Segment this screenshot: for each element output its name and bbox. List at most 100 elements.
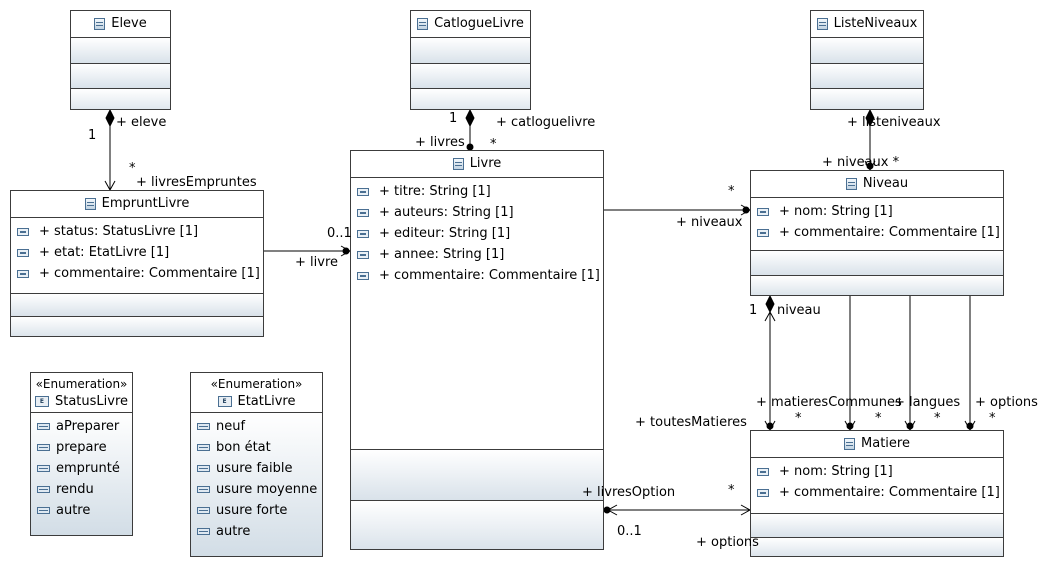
enum-literal-label: rendu [56, 482, 94, 497]
option-multiplicity: 0..1 [617, 524, 642, 539]
enum-literal[interactable]: emprunté [31, 458, 132, 479]
class-niveau[interactable]: Niveau + nom: String [1] + commentaire: … [750, 170, 1004, 296]
enum-literal-label: bon état [216, 440, 271, 455]
livre-niveau-owned-dot [742, 206, 750, 214]
langues-role-label: + langues [894, 395, 961, 410]
class-icon [845, 177, 857, 190]
livres-role-label: + livres [415, 135, 465, 150]
enum-literal-label: autre [56, 503, 91, 518]
enum-literal-label: autre [216, 524, 251, 539]
attribute-row[interactable]: + editeur: String [1] [351, 223, 603, 244]
listeniveaux-role-label: + listeniveaux [847, 115, 941, 130]
literal-icon [197, 465, 210, 472]
literal-icon [197, 507, 210, 514]
attribute-label: + commentaire: Commentaire [1] [779, 485, 1000, 500]
attribute-label: + nom: String [1] [779, 464, 893, 479]
literal-icon [197, 423, 210, 430]
class-icon [417, 17, 429, 30]
livres-option-role-label: + livresOption [582, 485, 676, 500]
attribute-row[interactable]: + nom: String [1] [751, 201, 1003, 222]
enum-literal[interactable]: autre [191, 521, 322, 542]
attribute-icon [357, 208, 369, 217]
class-livre[interactable]: Livre + titre: String [1] + auteurs: Str… [350, 150, 604, 550]
attribute-row[interactable]: + nom: String [1] [751, 461, 1003, 482]
attribute-icon [17, 269, 29, 278]
class-livre-name: Livre [469, 156, 502, 171]
attribute-row[interactable]: + commentaire: Commentaire [1] [11, 263, 263, 284]
class-catloguelivre-attributes [411, 38, 530, 64]
attribute-icon [17, 227, 29, 236]
attribute-row[interactable]: + commentaire: Commentaire [1] [351, 265, 603, 286]
livre-matiere-owned-dot [603, 506, 611, 514]
enum-literal[interactable]: aPreparer [31, 416, 132, 437]
class-catloguelivre[interactable]: CatlogueLivre [410, 10, 531, 110]
class-eleve-operations [71, 64, 170, 89]
class-empruntlivre-operations [11, 294, 263, 317]
enum-literal[interactable]: neuf [191, 416, 322, 437]
class-listeniveaux[interactable]: ListeNiveaux [810, 10, 924, 110]
class-matiere-name: Matiere [861, 436, 910, 451]
enum-literal[interactable]: bon état [191, 437, 322, 458]
attribute-row[interactable]: + commentaire: Commentaire [1] [751, 482, 1003, 503]
literal-icon [37, 507, 50, 514]
attribute-row[interactable]: + status: StatusLivre [1] [11, 221, 263, 242]
class-livre-operations [351, 450, 603, 501]
toutes-matieres-multiplicity: * [795, 411, 802, 426]
attribute-row[interactable]: + titre: String [1] [351, 181, 603, 202]
niveau-multiplicity: 1 [749, 303, 758, 318]
enum-literal-label: usure faible [216, 461, 293, 476]
enum-literal[interactable]: usure faible [191, 458, 322, 479]
niveau-up-arrowhead [764, 310, 776, 322]
enum-literal[interactable]: usure moyenne [191, 479, 322, 500]
class-icon [844, 437, 856, 450]
class-matiere-header: Matiere [751, 431, 1003, 458]
literal-icon [197, 444, 210, 451]
attribute-label: + nom: String [1] [779, 204, 893, 219]
niveaux-liste-role-label: + niveaux * [822, 155, 900, 170]
class-empruntlivre[interactable]: EmpruntLivre + status: StatusLivre [1] +… [10, 190, 264, 337]
livres-multiplicity: * [490, 137, 497, 152]
attribute-label: + etat: EtatLivre [1] [39, 245, 170, 260]
class-matiere-attributes: + nom: String [1] + commentaire: Comment… [751, 458, 1003, 514]
enum-literal-label: neuf [216, 419, 246, 434]
attribute-icon [357, 250, 369, 259]
class-niveau-operations [751, 251, 1003, 276]
class-matiere-operations [751, 514, 1003, 538]
attribute-label: + editeur: String [1] [379, 226, 511, 241]
attribute-row[interactable]: + etat: EtatLivre [1] [11, 242, 263, 263]
attribute-label: + annee: String [1] [379, 247, 505, 262]
enum-literal[interactable]: prepare [31, 437, 132, 458]
attribute-row[interactable]: + annee: String [1] [351, 244, 603, 265]
enum-literal-label: usure forte [216, 503, 288, 518]
enum-literal-label: prepare [56, 440, 107, 455]
enum-etatlivre-literals: neuf bon état usure faible usure moyenne… [191, 413, 322, 556]
enum-etatlivre-name: EtatLivre [237, 394, 296, 409]
literal-icon [197, 528, 210, 535]
class-matiere-extra [751, 538, 1003, 556]
class-niveau-attributes: + nom: String [1] + commentaire: Comment… [751, 198, 1003, 251]
attribute-row[interactable]: + auteurs: String [1] [351, 202, 603, 223]
enum-literal-label: usure moyenne [216, 482, 318, 497]
class-listeniveaux-extra [811, 89, 923, 109]
class-eleve-extra [71, 89, 170, 109]
niveau-toutes-owned-dot [766, 422, 774, 430]
enum-literal[interactable]: autre [31, 500, 132, 521]
eleve-composition-diamond [105, 108, 115, 128]
attribute-icon [357, 271, 369, 280]
enum-literal[interactable]: rendu [31, 479, 132, 500]
attribute-label: + commentaire: Commentaire [1] [39, 266, 260, 281]
class-livre-extra [351, 501, 603, 549]
options-multiplicity: * [989, 411, 996, 426]
attribute-row[interactable]: + commentaire: Commentaire [1] [751, 222, 1003, 243]
catalogue-multiplicity: 1 [449, 111, 458, 126]
class-eleve[interactable]: Eleve [70, 10, 171, 110]
class-matiere[interactable]: Matiere + nom: String [1] + commentaire:… [750, 430, 1004, 557]
livres-option-multiplicity: * [728, 483, 735, 498]
attribute-label: + status: StatusLivre [1] [39, 224, 199, 239]
attribute-icon [757, 228, 769, 237]
enum-literal[interactable]: usure forte [191, 500, 322, 521]
attribute-icon [357, 187, 369, 196]
